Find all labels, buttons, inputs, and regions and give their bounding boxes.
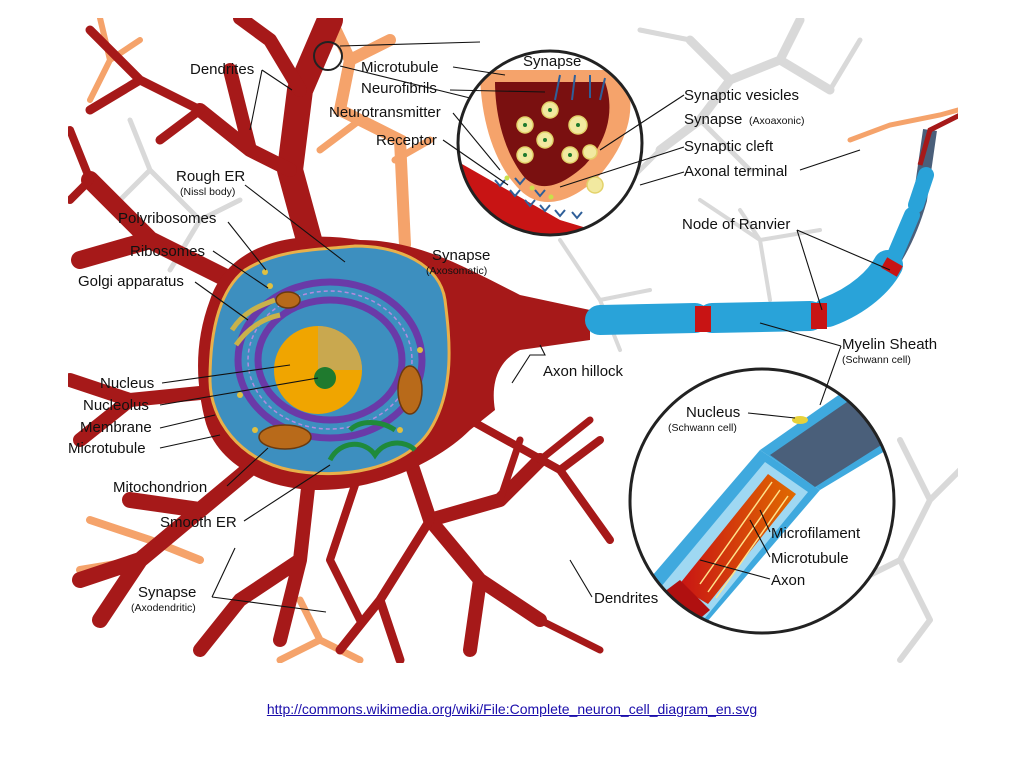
label-synapse-inset: Synapse <box>523 53 581 70</box>
label-axonal-terminal: Axonal terminal <box>684 163 787 180</box>
smooth-er <box>327 420 417 462</box>
mitochondria <box>258 291 423 450</box>
label-microfilament: Microfilament <box>771 525 861 542</box>
label-synaptic-vesicles: Synaptic vesicles <box>684 87 799 104</box>
label-synapse-axodendritic: Synapse <box>138 584 196 601</box>
label-synapse-axodendritic-sub: (Axodendritic) <box>131 602 196 614</box>
label-rough-er: Rough ER <box>176 168 245 185</box>
neuron-diagram: Dendrites Rough ER (Nissl body) Polyribo… <box>68 18 958 663</box>
synapse-inset <box>456 49 644 237</box>
label-neurofibrils: Neurofibrils <box>361 80 437 97</box>
label-mitochondrion: Mitochondrion <box>113 479 207 496</box>
node-of-ranvier <box>695 257 903 332</box>
label-nucleolus: Nucleolus <box>83 397 149 414</box>
label-axon-hillock: Axon hillock <box>543 363 624 380</box>
source-link[interactable]: http://commons.wikimedia.org/wiki/File:C… <box>266 701 758 717</box>
synapse-terminals <box>76 18 958 663</box>
label-polyribosomes: Polyribosomes <box>118 210 216 227</box>
neuron-body <box>68 18 614 663</box>
label-microtubule-inset: Microtubule <box>771 550 849 567</box>
label-nucleus-schwann: Nucleus <box>686 404 740 421</box>
nucleolus <box>314 367 336 389</box>
label-axon: Axon <box>771 572 805 589</box>
label-microtubule-top: Microtubule <box>361 59 439 76</box>
label-synaptic-cleft: Synaptic cleft <box>684 138 774 155</box>
golgi-apparatus <box>229 297 281 347</box>
label-synapse-axoaxonic-sub: (Axoaxonic) <box>749 115 804 127</box>
label-neurotransmitter: Neurotransmitter <box>329 104 441 121</box>
diagram-art <box>68 18 958 663</box>
label-synapse-axosomatic: Synapse <box>432 247 490 264</box>
label-rough-er-sub: (Nissl body) <box>180 186 235 198</box>
leader-lines <box>159 66 891 613</box>
label-dendrites-bottom: Dendrites <box>594 590 658 607</box>
label-synapse-axosomatic-sub: (Axosomatic) <box>426 265 487 277</box>
label-dendrites-top: Dendrites <box>190 61 254 78</box>
label-node-of-ranvier: Node of Ranvier <box>682 216 790 233</box>
label-golgi-apparatus: Golgi apparatus <box>78 273 184 290</box>
label-nucleus-schwann-sub: (Schwann cell) <box>668 422 737 434</box>
rough-er <box>234 278 426 442</box>
label-membrane: Membrane <box>80 419 152 436</box>
label-smooth-er: Smooth ER <box>160 514 237 531</box>
label-microtubule-left: Microtubule <box>68 440 146 457</box>
synapse-zoom-marker <box>313 41 343 71</box>
label-myelin-sheath-sub: (Schwann cell) <box>842 354 911 366</box>
label-receptor: Receptor <box>376 132 437 149</box>
label-synapse-axoaxonic: Synapse <box>684 111 742 128</box>
label-nucleus: Nucleus <box>100 375 154 392</box>
label-ribosomes: Ribosomes <box>130 243 205 260</box>
diagram-labels: Dendrites Rough ER (Nissl body) Polyribo… <box>68 53 937 614</box>
label-myelin-sheath: Myelin Sheath <box>842 336 937 353</box>
